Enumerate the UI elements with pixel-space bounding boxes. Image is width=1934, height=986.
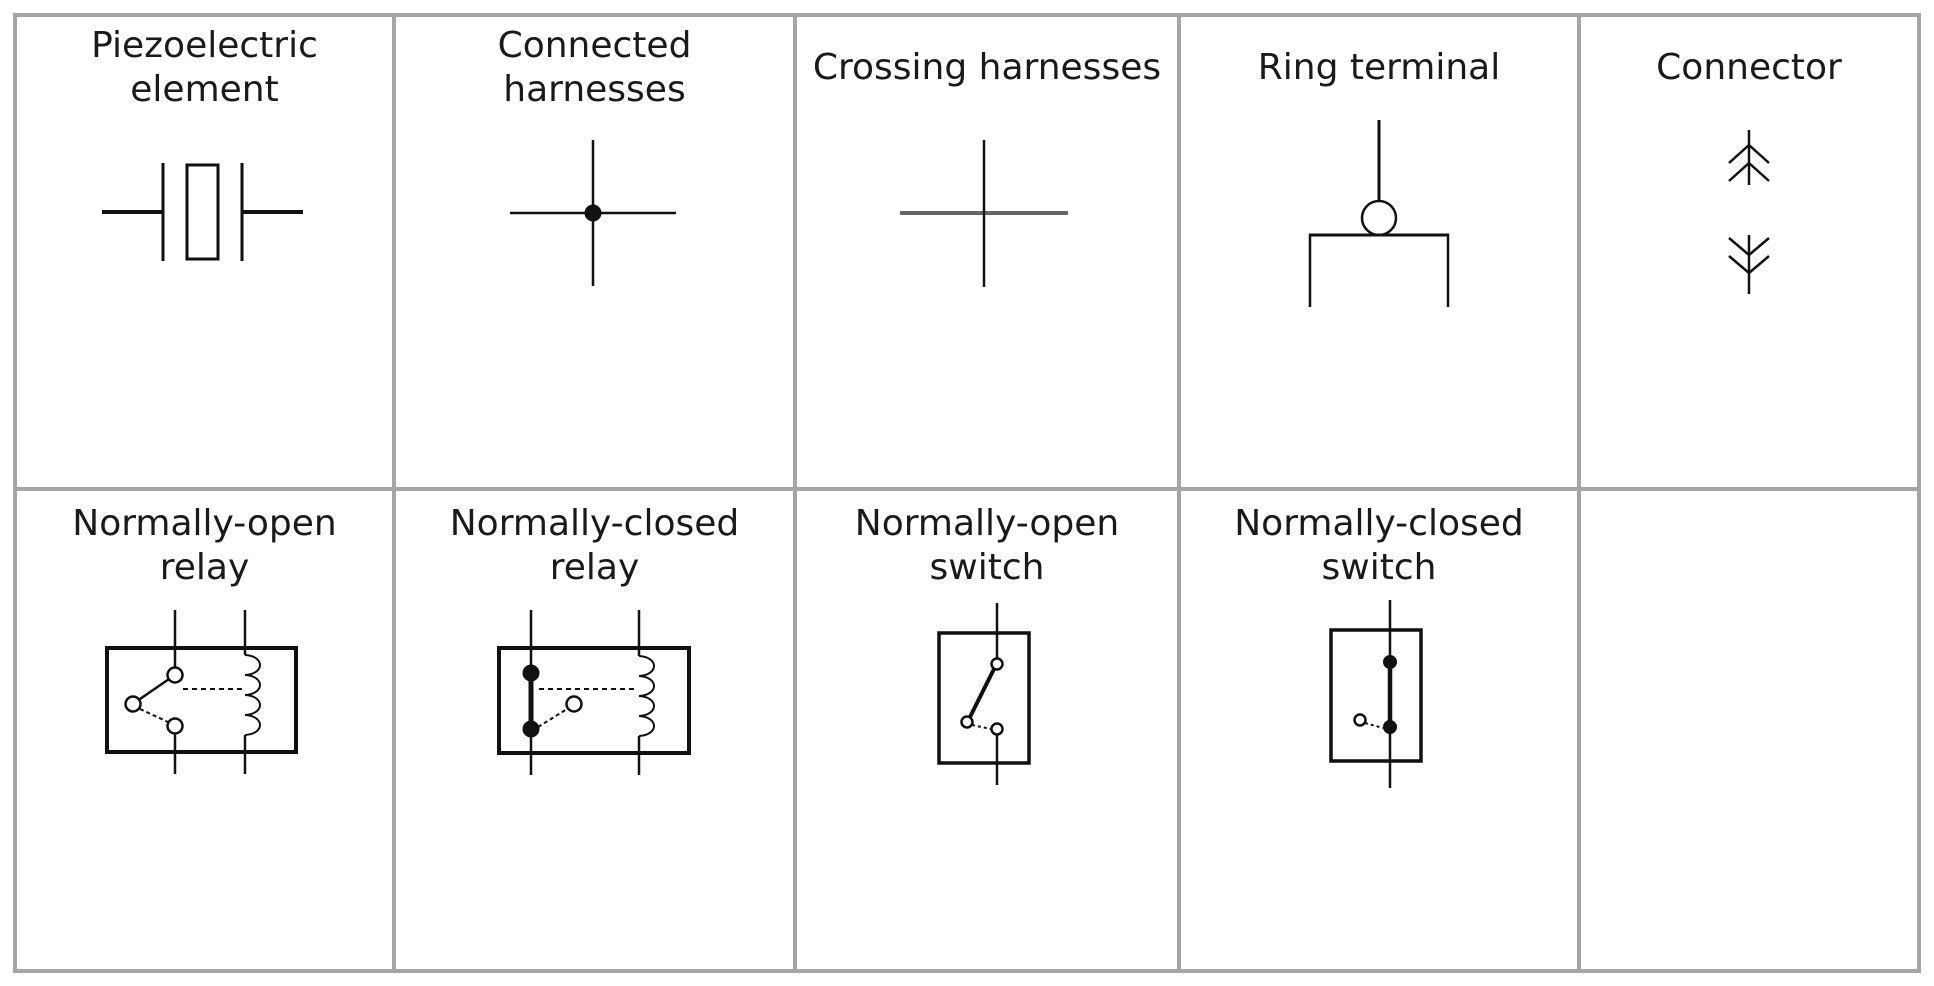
grid-border-left bbox=[13, 13, 17, 973]
grid-border-right bbox=[1917, 13, 1921, 973]
cell-label-normally-closed-switch: Normally-closed switch bbox=[1234, 503, 1524, 588]
grid-row-divider bbox=[13, 487, 1921, 491]
cell-label-piezoelectric-element: Piezoelectric element bbox=[91, 25, 318, 110]
cell-label-normally-open-relay: Normally-open relay bbox=[72, 503, 337, 588]
cell-label-normally-closed-relay: Normally-closed relay bbox=[449, 503, 740, 588]
grid-col-divider-4 bbox=[1577, 13, 1581, 973]
cell-label-connector: Connector bbox=[1656, 47, 1842, 88]
cell-label-ring-terminal: Ring terminal bbox=[1257, 47, 1501, 88]
grid-col-divider-2 bbox=[793, 13, 797, 973]
grid-border-bottom bbox=[13, 969, 1921, 973]
cell-label-crossing-harnesses: Crossing harnesses bbox=[812, 47, 1162, 88]
cell-label-connected-harnesses: Connected harnesses bbox=[497, 25, 692, 110]
grid-col-divider-3 bbox=[1177, 13, 1181, 973]
grid-col-divider-1 bbox=[392, 13, 396, 973]
cell-label-normally-open-switch: Normally-open switch bbox=[854, 503, 1120, 588]
grid-border-top bbox=[13, 13, 1921, 17]
